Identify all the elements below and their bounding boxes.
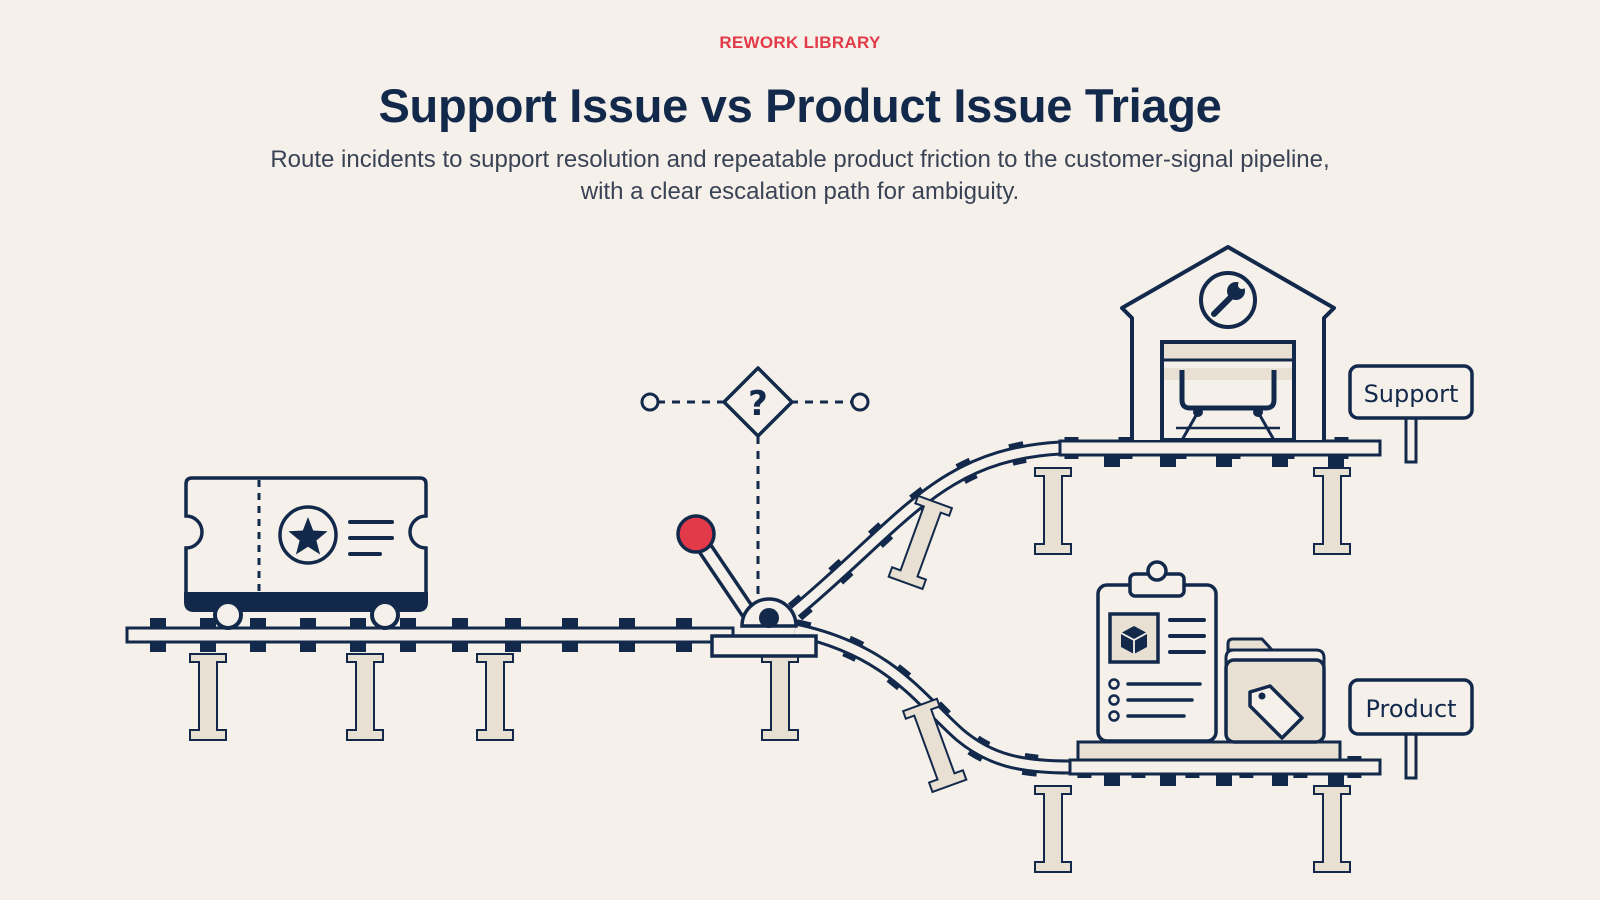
page-subtitle: Route incidents to support resolution an… bbox=[270, 146, 1330, 205]
star-badge-icon bbox=[278, 505, 338, 565]
cart-wheel bbox=[370, 600, 400, 630]
wrench-icon bbox=[1211, 281, 1246, 317]
track-pillar bbox=[1034, 467, 1072, 555]
support-branch-track bbox=[787, 437, 1382, 621]
track-pillar bbox=[1313, 467, 1351, 555]
clipboard-folder-tag-icon bbox=[1076, 560, 1342, 762]
support-sign: Support bbox=[1348, 364, 1474, 464]
page-title: Support Issue vs Product Issue Triage bbox=[378, 79, 1222, 132]
product-sign-label: Product bbox=[1365, 695, 1456, 723]
wrench-garage-icon bbox=[1120, 245, 1336, 442]
track-pillar bbox=[189, 653, 227, 741]
tagged-folder-icon bbox=[1224, 637, 1326, 744]
decision-symbol: ? bbox=[748, 384, 768, 424]
question-diamond-icon: ? bbox=[640, 366, 870, 596]
track-pillar bbox=[476, 653, 514, 741]
main-track-supports bbox=[189, 653, 799, 741]
main-track bbox=[125, 618, 799, 741]
ticket-cart-icon bbox=[184, 476, 428, 630]
track-pillar bbox=[761, 653, 799, 741]
track-pillar bbox=[1313, 785, 1351, 873]
product-sign: Product bbox=[1348, 678, 1474, 780]
track-pillar bbox=[1034, 785, 1072, 873]
support-sign-label: Support bbox=[1364, 380, 1459, 408]
eyebrow-label: REWORK LIBRARY bbox=[719, 33, 881, 52]
cart-wheel bbox=[213, 600, 243, 630]
track-switch-lever-icon bbox=[676, 514, 818, 658]
lever-knob bbox=[676, 514, 716, 554]
clipboard-icon bbox=[1096, 560, 1218, 743]
product-branch-track bbox=[792, 619, 1382, 873]
track-pillar bbox=[346, 653, 384, 741]
